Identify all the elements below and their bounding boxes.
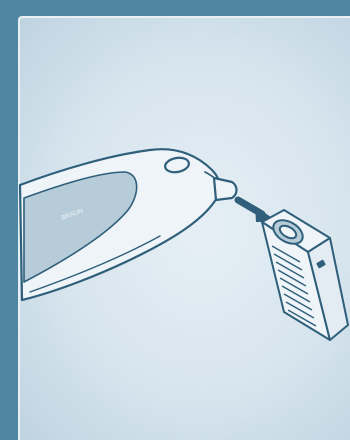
thermometer-probe (214, 178, 237, 200)
lens-filter-box-icon (262, 210, 348, 340)
ear-thermometer-icon (20, 149, 237, 300)
